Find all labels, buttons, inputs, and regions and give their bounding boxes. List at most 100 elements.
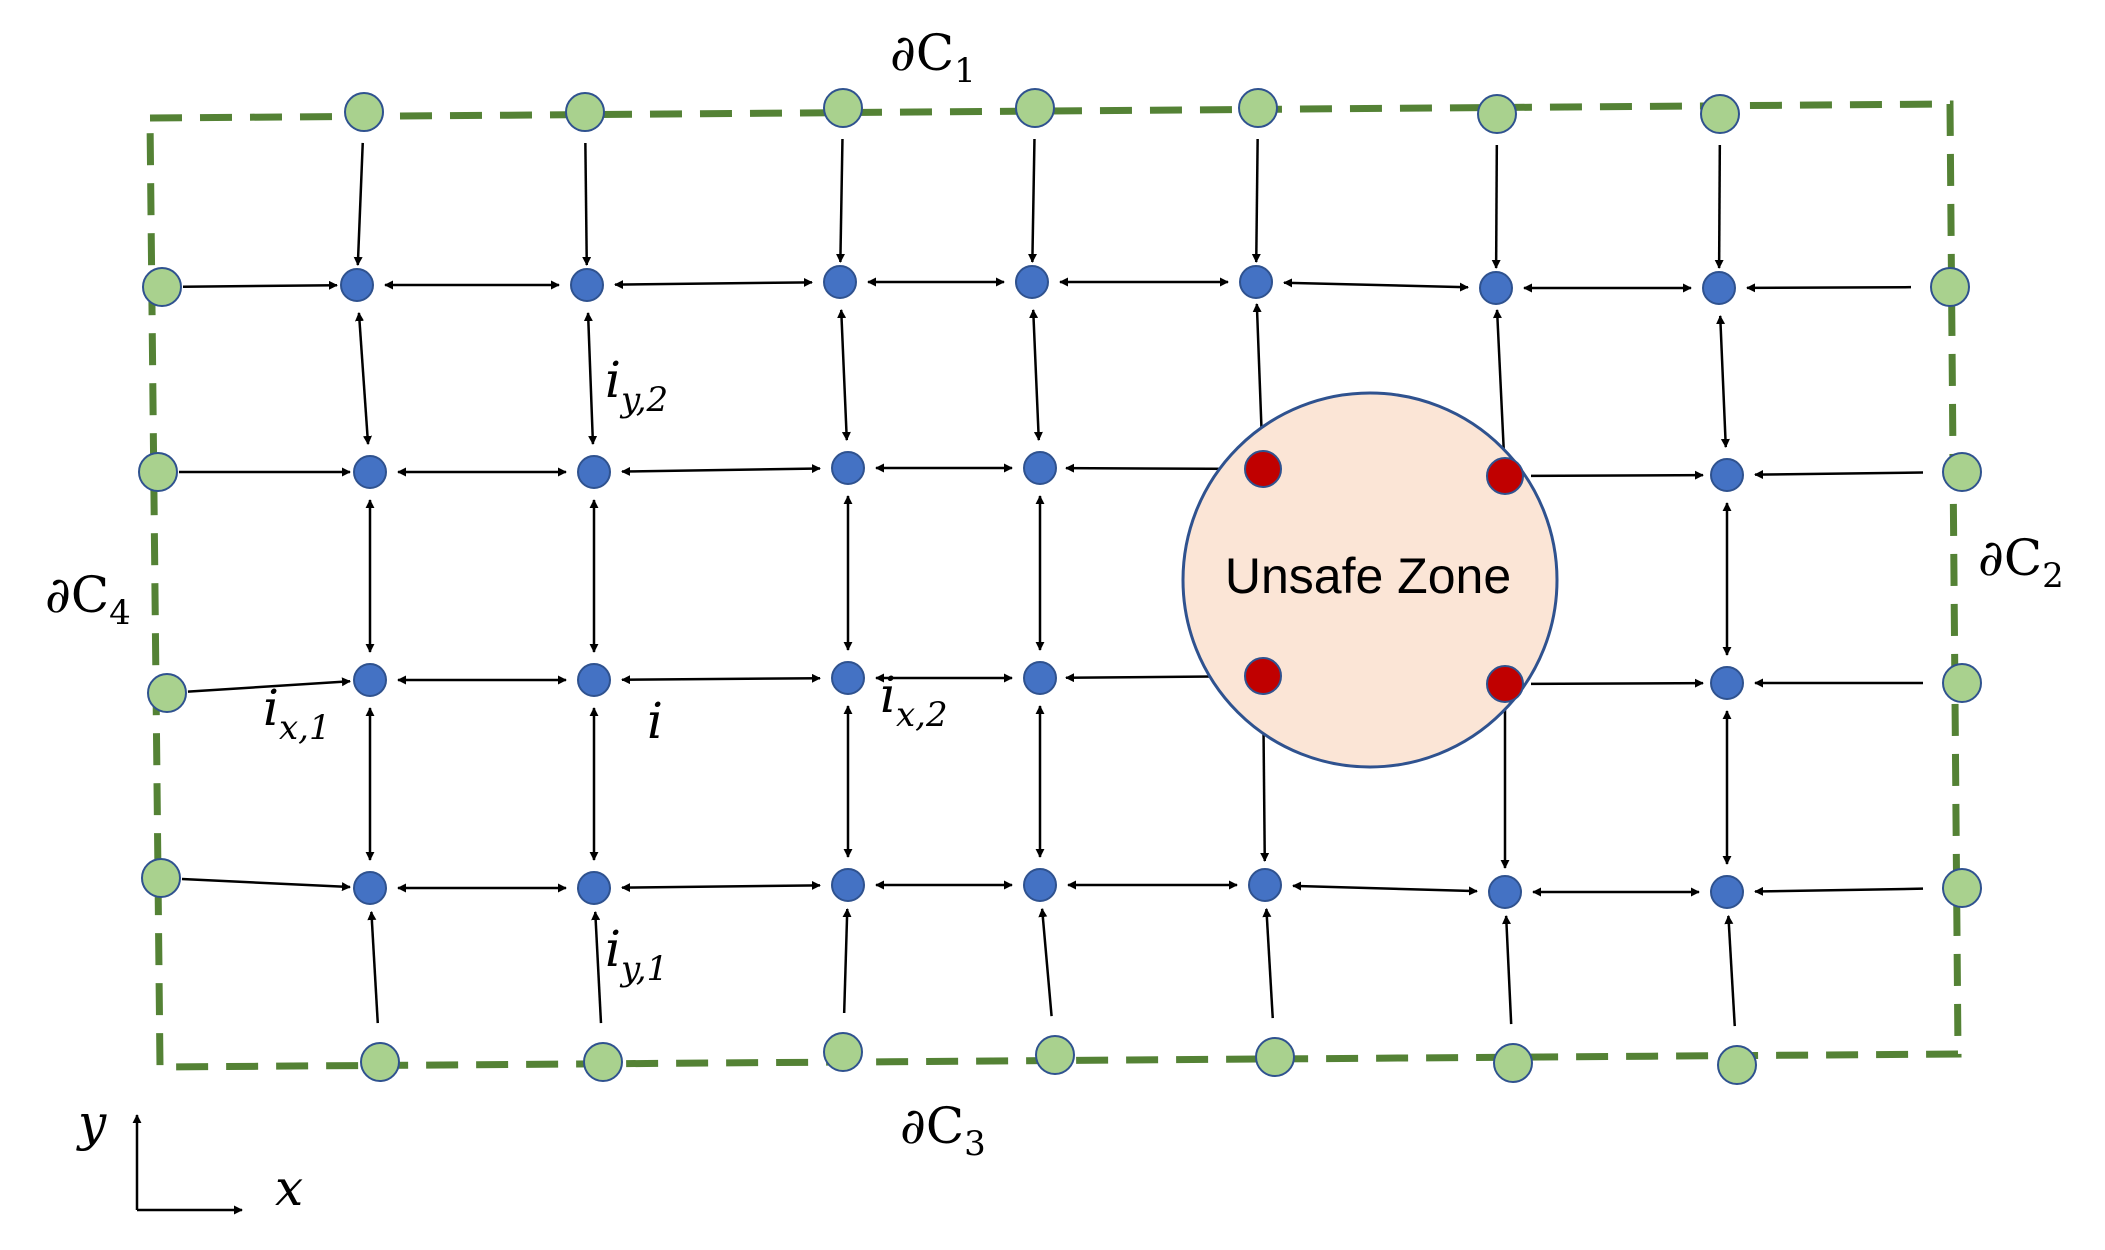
- boundary-arrow: [582, 142, 592, 266]
- boundary-node: [583, 1042, 623, 1082]
- bidirectional-arrow: [621, 464, 821, 476]
- boundary-arrow: [835, 138, 845, 263]
- unsafe-node: [1244, 657, 1282, 695]
- boundary-arrow: [1038, 908, 1053, 1017]
- boundary-arrow: [1724, 915, 1736, 1027]
- node-label-i: i: [647, 692, 663, 750]
- boundary-node: [823, 88, 863, 128]
- agent-node: [1023, 661, 1057, 695]
- agent-node: [353, 663, 387, 697]
- boundary-arrow: [182, 280, 338, 290]
- boundary-node: [1035, 1035, 1075, 1075]
- boundary-node: [1942, 868, 1982, 908]
- boundary-label-left: ∂C4: [45, 566, 131, 633]
- node-label-ix2: ix,2: [880, 666, 948, 735]
- unsafe-arrow: [1065, 463, 1242, 473]
- agent-node: [1479, 271, 1513, 305]
- agent-node: [1248, 868, 1282, 902]
- boundary-label-right: ∂C2: [1978, 529, 2064, 596]
- boundary-node: [142, 267, 182, 307]
- boundary-node: [344, 92, 384, 132]
- boundary-arrow: [181, 877, 351, 892]
- boundary-arrow: [367, 911, 380, 1024]
- boundary-arrow: [1502, 915, 1513, 1025]
- unsafe-arrow: [1492, 309, 1506, 455]
- boundary-node: [1717, 1045, 1757, 1085]
- bidirectional-arrow: [837, 309, 851, 441]
- boundary-node: [823, 1032, 863, 1072]
- boundary-label-bottom: ∂C3: [900, 1097, 986, 1164]
- agent-node: [831, 451, 865, 485]
- boundary-label-top: ∂C1: [890, 24, 976, 91]
- boundary-node: [360, 1042, 400, 1082]
- boundary-node: [138, 452, 178, 492]
- agent-node: [1710, 875, 1744, 909]
- boundary-node: [1493, 1043, 1533, 1083]
- agent-node: [1023, 451, 1057, 485]
- axes-indicator: y x: [76, 1094, 303, 1217]
- boundary-arrow: [1754, 886, 1924, 896]
- boundary-node: [1942, 663, 1982, 703]
- bidirectional-arrow: [621, 880, 821, 893]
- boundary-node: [147, 673, 187, 713]
- boundary-arrow: [1491, 144, 1501, 269]
- boundary-node: [1930, 267, 1970, 307]
- boundary-node: [1238, 88, 1278, 128]
- y-axis-label: y: [76, 1094, 107, 1152]
- agent-node: [831, 661, 865, 695]
- bidirectional-arrow: [355, 312, 372, 445]
- boundary-node: [141, 858, 181, 898]
- agent-node: [1239, 265, 1273, 299]
- bidirectional-arrow: [583, 312, 598, 445]
- agent-node: [1023, 868, 1057, 902]
- agent-node: [577, 871, 611, 905]
- boundary-arrow: [1027, 138, 1037, 263]
- agent-node: [831, 868, 865, 902]
- boundary-arrow: [1251, 138, 1261, 263]
- x-axis-label: x: [275, 1159, 303, 1217]
- boundary-node: [1255, 1037, 1295, 1077]
- boundary-arrow: [353, 142, 364, 266]
- boundary-node: [1477, 94, 1517, 134]
- unsafe-arrow: [1530, 678, 1704, 688]
- agent-node: [1015, 265, 1049, 299]
- node-label-iy1: iy,1: [605, 920, 668, 989]
- unsafe-node: [1486, 457, 1524, 495]
- agent-node: [353, 455, 387, 489]
- agent-node: [1710, 666, 1744, 700]
- agent-node: [1710, 458, 1744, 492]
- boundary-arrow: [1754, 470, 1924, 480]
- agent-nodes: [138, 88, 1982, 1085]
- agent-node: [570, 268, 604, 302]
- agent-node: [353, 871, 387, 905]
- unsafe-node: [1244, 450, 1282, 488]
- bidirectional-arrow: [621, 673, 821, 685]
- boundary-node: [1942, 452, 1982, 492]
- boundary-arrow: [1746, 283, 1912, 293]
- boundary-node: [1700, 94, 1740, 134]
- boundary-arrow: [1714, 144, 1724, 269]
- node-label-ix1: ix,1: [263, 679, 331, 748]
- agent-node: [577, 663, 611, 697]
- bidirectional-arrow: [1292, 881, 1478, 896]
- unsafe-node: [1486, 665, 1524, 703]
- bidirectional-arrow: [1283, 278, 1469, 292]
- agent-node: [340, 268, 374, 302]
- boundary-arrow: [187, 677, 351, 693]
- boundary-node: [1015, 88, 1055, 128]
- agent-node: [577, 455, 611, 489]
- agent-node: [1488, 875, 1522, 909]
- agent-node: [823, 265, 857, 299]
- bidirectional-arrow: [614, 277, 813, 290]
- boundary-arrow: [842, 908, 852, 1014]
- node-label-iy2: iy,2: [605, 351, 668, 420]
- agent-node: [1702, 271, 1736, 305]
- bidirectional-arrow: [1029, 309, 1043, 441]
- bidirectional-arrow: [1716, 315, 1730, 448]
- unsafe-arrow: [1530, 470, 1704, 480]
- boundary-arrow: [591, 911, 603, 1024]
- boundary-arrow: [1262, 908, 1274, 1019]
- boundary-region: [146, 100, 1962, 1071]
- unsafe-arrow: [1252, 303, 1264, 448]
